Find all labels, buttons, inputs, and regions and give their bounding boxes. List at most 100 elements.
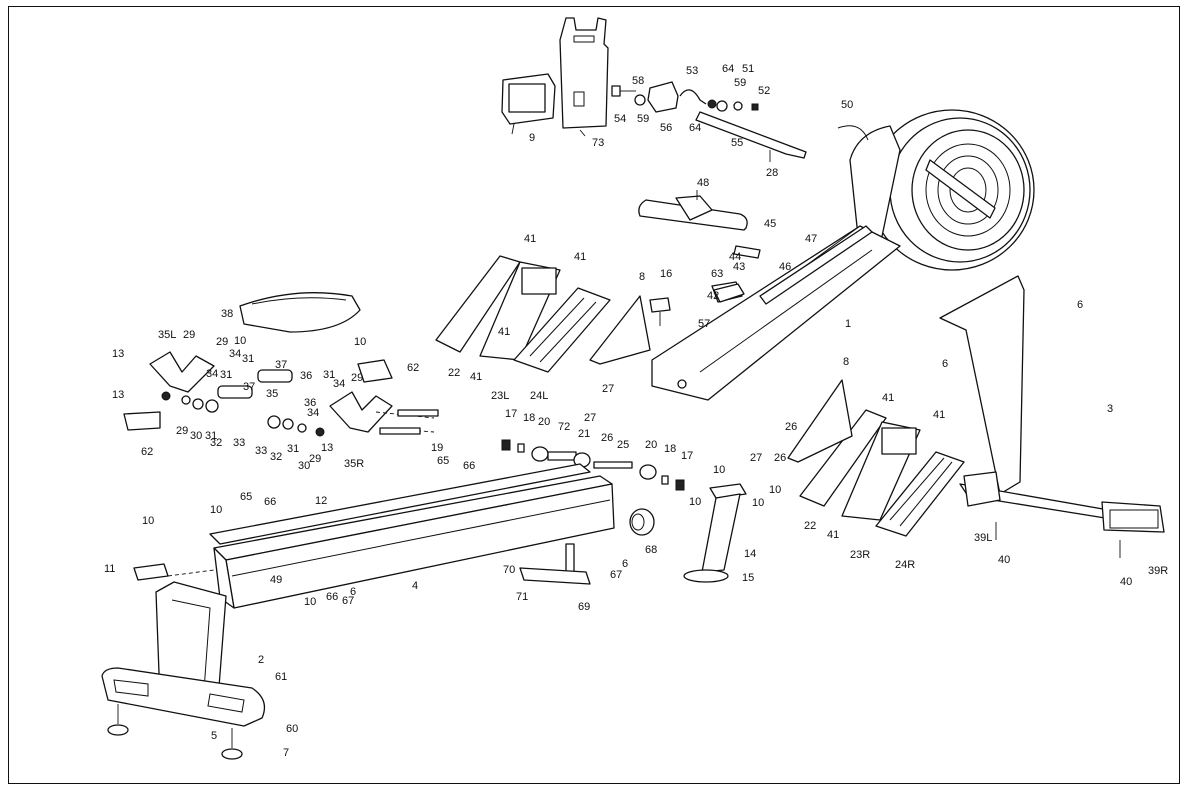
- part-label: 37: [243, 381, 255, 393]
- seat-track-part-4: [213, 475, 615, 609]
- part-label: 24R: [895, 559, 915, 571]
- part-label: 22: [804, 520, 816, 532]
- part-label: 35R: [344, 458, 364, 470]
- part-label: 23R: [850, 549, 870, 561]
- main-rail-part-1: [651, 225, 901, 401]
- part-label: 29: [183, 329, 195, 341]
- monitor-bracket-part-73: [559, 17, 609, 137]
- roller-axle-assembly: [501, 439, 685, 491]
- part-label: 41: [524, 233, 536, 245]
- part-label: 54: [614, 113, 626, 125]
- part-label: 53: [686, 65, 698, 77]
- part-label: 5: [211, 730, 217, 742]
- part-label: 10: [304, 596, 316, 608]
- part-label: 42: [707, 290, 719, 302]
- part-label: 13: [112, 348, 124, 360]
- part-label: 27: [584, 412, 596, 424]
- part-label: 29: [309, 453, 321, 465]
- part-label: 26: [601, 432, 613, 444]
- part-label: 49: [270, 574, 282, 586]
- part-label: 30: [190, 430, 202, 442]
- part-label: 57: [698, 318, 710, 330]
- part-label: 47: [805, 233, 817, 245]
- part-label: 20: [645, 439, 657, 451]
- monitor-part-9: [501, 73, 556, 135]
- part-label: 10: [752, 497, 764, 509]
- part-label: 27: [602, 383, 614, 395]
- part-label: 51: [742, 63, 754, 75]
- part-label: 52: [758, 85, 770, 97]
- bracket-part-69: [519, 543, 591, 585]
- part-label: 35L: [158, 329, 176, 341]
- footrest-right-assembly: [799, 409, 965, 537]
- track-cover-part-12: [209, 463, 591, 545]
- part-label: 6: [622, 558, 628, 570]
- bracket-part-42: [713, 283, 745, 303]
- part-label: 66: [326, 591, 338, 603]
- part-label: 10: [234, 335, 246, 347]
- part-label: 26: [774, 452, 786, 464]
- part-label: 32: [210, 437, 222, 449]
- part-label: 27: [750, 452, 762, 464]
- part-label: 40: [1120, 576, 1132, 588]
- part-label: 67: [342, 595, 354, 607]
- part-label: 45: [764, 218, 776, 230]
- part-label: 31: [323, 369, 335, 381]
- part-label: 38: [221, 308, 233, 320]
- part-label: 37: [275, 359, 287, 371]
- part-label: 4: [412, 580, 418, 592]
- part-label: 41: [574, 251, 586, 263]
- part-label: 13: [112, 389, 124, 401]
- part-label: 65: [240, 491, 252, 503]
- part-label: 19: [431, 442, 443, 454]
- monitor-arm-assembly: [611, 81, 807, 162]
- part-label: 36: [304, 397, 316, 409]
- center-support-part-14: [683, 483, 747, 583]
- part-label: 34: [206, 368, 218, 380]
- part-label: 10: [354, 336, 366, 348]
- part-label: 31: [242, 353, 254, 365]
- part-label: 10: [142, 515, 154, 527]
- part-label: 17: [505, 408, 517, 420]
- part-label: 18: [523, 412, 535, 424]
- seat-part-38: [239, 292, 361, 333]
- part-label: 7: [283, 747, 289, 759]
- part-label: 39L: [974, 532, 992, 544]
- handle-part-48: [638, 190, 748, 231]
- gusset-plate-part-8-right: [787, 379, 853, 463]
- part-label: 23L: [491, 390, 509, 402]
- part-label: 39R: [1148, 565, 1168, 577]
- part-label: 22: [448, 367, 460, 379]
- part-label: 10: [713, 464, 725, 476]
- part-label: 71: [516, 591, 528, 603]
- part-label: 68: [645, 544, 657, 556]
- part-label: 10: [769, 484, 781, 496]
- part-label: 10: [689, 496, 701, 508]
- flywheel-housing-part-50: [837, 109, 1035, 271]
- part-label: 6: [1077, 299, 1083, 311]
- part-label: 58: [632, 75, 644, 87]
- part-label: 64: [722, 63, 734, 75]
- part-label: 59: [734, 77, 746, 89]
- part-label: 6: [942, 358, 948, 370]
- part-label: 9: [529, 132, 535, 144]
- part-label: 41: [498, 326, 510, 338]
- part-label: 40: [998, 554, 1010, 566]
- part-label: 13: [321, 442, 333, 454]
- part-label: 6: [350, 586, 356, 598]
- part-label: 30: [298, 460, 310, 472]
- part-label: 29: [216, 336, 228, 348]
- part-label: 41: [827, 529, 839, 541]
- part-label: 11: [104, 563, 115, 575]
- part-label: 50: [841, 99, 853, 111]
- part-label: 33: [255, 445, 267, 457]
- part-label: 41: [470, 371, 482, 383]
- part-label: 35: [266, 388, 278, 400]
- part-label: 34: [333, 378, 345, 390]
- part-label: 43: [733, 261, 745, 273]
- footrest-left-assembly: [435, 255, 611, 373]
- part-label: 8: [639, 271, 645, 283]
- rear-stabilizer-part-2: [101, 581, 266, 760]
- part-label: 48: [697, 177, 709, 189]
